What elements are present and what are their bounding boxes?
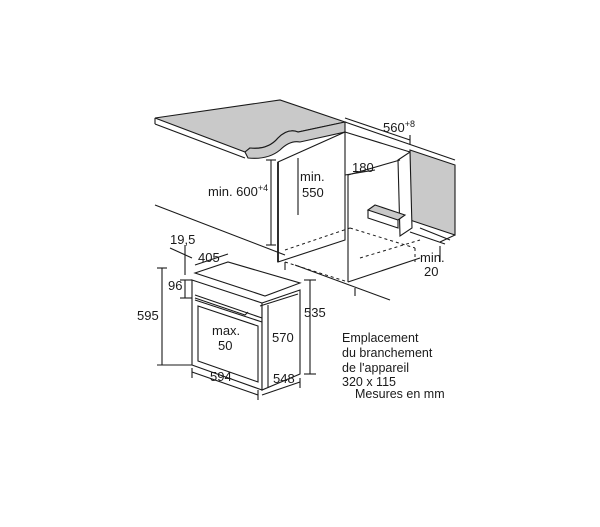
dim-570: 570 bbox=[272, 330, 294, 345]
dim-max-50-a: max. bbox=[212, 323, 240, 338]
note-line-4: 320 x 115 bbox=[342, 375, 396, 389]
note-line-1: Emplacement bbox=[342, 331, 419, 345]
note-line-2: du branchement bbox=[342, 346, 433, 360]
dim-min-550-b: 550 bbox=[302, 185, 324, 200]
dim-min-20-b: 20 bbox=[424, 264, 438, 279]
dimension-lines bbox=[157, 117, 446, 400]
dim-19-5: 19,5 bbox=[170, 232, 195, 247]
connection-box bbox=[366, 204, 407, 221]
dim-min-20-a: min. bbox=[420, 250, 445, 265]
dim-548: 548 bbox=[273, 371, 295, 386]
dim-max-50-b: 50 bbox=[218, 338, 232, 353]
dim-595: 595 bbox=[137, 308, 159, 323]
dim-560: 560+8 bbox=[383, 119, 415, 135]
cabinet-niche bbox=[154, 131, 456, 301]
dim-min-550-a: min. bbox=[300, 169, 325, 184]
dim-594: 594 bbox=[210, 369, 232, 384]
dim-min-600: min. 600+4 bbox=[208, 183, 268, 199]
worktop bbox=[154, 99, 348, 159]
note-line-3: de l'appareil bbox=[342, 361, 409, 375]
dim-535: 535 bbox=[304, 305, 326, 320]
dim-96: 96 bbox=[168, 278, 182, 293]
dim-180: 180 bbox=[352, 160, 374, 175]
dim-405: 405 bbox=[198, 250, 220, 265]
note-line-5: Mesures en mm bbox=[355, 387, 445, 401]
oven bbox=[191, 261, 302, 391]
